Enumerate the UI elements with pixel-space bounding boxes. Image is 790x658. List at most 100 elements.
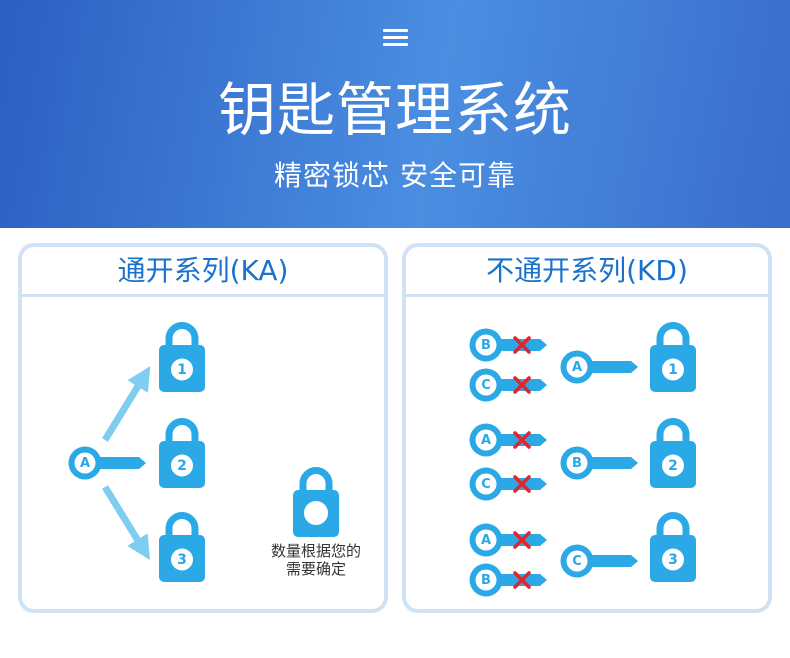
key-icon: A — [68, 446, 146, 480]
lock-3: 3 — [650, 512, 696, 582]
ka-panel: 通开系列(KA) A 1 — [18, 243, 388, 613]
cross-strokes — [513, 531, 531, 549]
lock-number-disc — [662, 454, 684, 477]
matching-key: A — [560, 350, 640, 384]
key-icon: A — [469, 523, 547, 557]
key-letter: C — [572, 554, 582, 569]
cross-icon — [513, 431, 531, 449]
lock-icon: 2 — [159, 418, 205, 488]
cross-icon — [513, 475, 531, 493]
key-icon: C — [560, 544, 638, 578]
key-label-disc — [74, 452, 96, 474]
lock-number-disc — [662, 358, 684, 381]
arrow-up-icon — [102, 366, 151, 442]
key-blade — [96, 457, 146, 469]
lock-shackle — [656, 512, 690, 538]
rejected-key: A — [469, 523, 549, 557]
key-label-disc — [475, 429, 497, 451]
lock-number: 3 — [668, 552, 678, 568]
lock-number-disc — [662, 548, 684, 571]
cross-strokes — [513, 571, 531, 589]
lock-shackle — [656, 322, 690, 348]
rejected-key: C — [469, 467, 549, 501]
key-letter: C — [481, 477, 491, 492]
key-icon: B — [469, 328, 547, 362]
cross-icon — [513, 376, 531, 394]
master-key: A — [68, 446, 148, 480]
key-letter: B — [481, 338, 491, 353]
cross-strokes — [513, 336, 531, 354]
lock-number: 2 — [177, 458, 187, 474]
lock-shackle — [165, 418, 199, 444]
cross-strokes — [513, 376, 531, 394]
matching-key: B — [560, 446, 640, 480]
menu-bar — [383, 43, 408, 46]
key-letter: A — [80, 456, 90, 471]
lock-number: 1 — [668, 362, 678, 378]
matching-key: C — [560, 544, 640, 578]
rejected-key: B — [469, 328, 549, 362]
menu-bar — [383, 36, 408, 39]
lock-2: 2 — [159, 418, 205, 488]
ka-panel-title: 通开系列(KA) — [22, 247, 384, 297]
lock-2: 2 — [650, 418, 696, 488]
lock-shackle — [165, 512, 199, 538]
menu-icon — [383, 29, 408, 46]
lock-icon: 2 — [650, 418, 696, 488]
key-label-disc — [566, 550, 588, 572]
key-blade — [588, 555, 638, 567]
key-label-disc — [475, 334, 497, 356]
page-title: 钥匙管理系统 — [217, 76, 572, 144]
lock-icon: 3 — [159, 512, 205, 582]
key-icon: B — [469, 563, 547, 597]
key-icon: C — [469, 467, 547, 501]
lock-number: 2 — [668, 458, 678, 474]
key-blade — [588, 361, 638, 373]
lock-1: 1 — [159, 322, 205, 392]
cross-icon — [513, 571, 531, 589]
key-letter: B — [572, 456, 582, 471]
key-label-disc — [475, 529, 497, 551]
lock-number-disc — [171, 454, 193, 477]
key-label-disc — [475, 473, 497, 495]
key-label-disc — [475, 374, 497, 396]
key-letter: A — [481, 533, 491, 548]
lock-number-disc — [171, 548, 193, 571]
lock-3: 3 — [159, 512, 205, 582]
rejected-key: A — [469, 423, 549, 457]
header-banner: 钥匙管理系统 精密锁芯 安全可靠 — [0, 0, 790, 228]
arrow-down-icon — [102, 485, 150, 561]
lock-disc — [304, 501, 328, 525]
lock-icon: 1 — [159, 322, 205, 392]
key-label-disc — [475, 569, 497, 591]
lock-number: 1 — [177, 362, 187, 378]
extra-lock-note: 数量根据您的 需要确定 — [256, 542, 376, 578]
cross-icon — [513, 336, 531, 354]
lock-number: 3 — [177, 552, 187, 568]
key-icon: C — [469, 368, 547, 402]
lock-icon: 1 — [650, 322, 696, 392]
lock-icon: 3 — [650, 512, 696, 582]
key-icon: A — [560, 350, 638, 384]
note-line: 需要确定 — [285, 560, 346, 578]
key-blade — [588, 457, 638, 469]
key-label-disc — [566, 452, 588, 474]
extra-lock — [293, 467, 339, 537]
rejected-key: B — [469, 563, 549, 597]
arrow-layer — [102, 366, 151, 561]
lock-shackle — [656, 418, 690, 444]
cross-icon — [513, 531, 531, 549]
cross-strokes — [513, 431, 531, 449]
key-label-disc — [566, 356, 588, 378]
page-subtitle: 精密锁芯 安全可靠 — [274, 159, 516, 192]
note-line: 数量根据您的 — [270, 542, 361, 560]
key-letter: C — [481, 378, 491, 393]
cross-strokes — [513, 475, 531, 493]
key-icon: B — [560, 446, 638, 480]
kd-panel: 不通开系列(KD) B C — [402, 243, 772, 613]
menu-bar — [383, 29, 408, 32]
lock-icon — [293, 467, 339, 537]
lock-1: 1 — [650, 322, 696, 392]
kd-panel-title: 不通开系列(KD) — [406, 247, 768, 297]
